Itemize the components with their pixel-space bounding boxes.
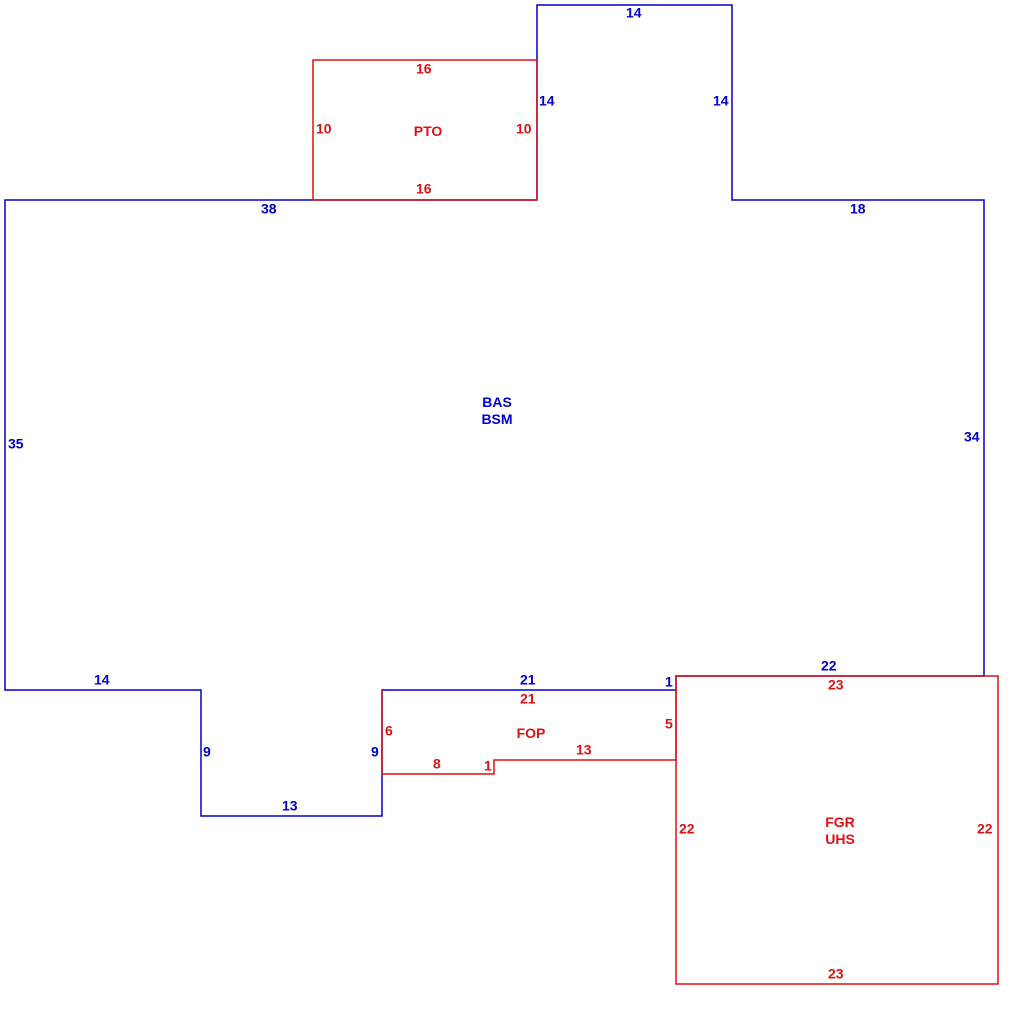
main-dim-bump-left: 14 xyxy=(539,93,555,109)
porch-area-label: FOP xyxy=(517,725,546,741)
garage-dim-bottom: 23 xyxy=(828,966,844,982)
main-dim-bottom-right: 22 xyxy=(821,658,837,674)
porch-dim-bottom-left: 8 xyxy=(433,756,441,772)
garage-dim-left: 22 xyxy=(679,821,695,837)
patio-outline xyxy=(312,59,538,201)
main-dim-bump-right: 14 xyxy=(713,93,729,109)
main-dim-notch: 1 xyxy=(665,674,673,690)
garage-outline xyxy=(675,675,999,985)
garage-dim-right: 22 xyxy=(977,821,993,837)
main-dim-bump-top: 14 xyxy=(626,5,642,21)
main-dim-inset-bottom: 13 xyxy=(282,798,298,814)
porch-dim-step: 1 xyxy=(484,758,492,774)
porch-dim-right: 5 xyxy=(665,716,673,732)
patio-dim-right: 10 xyxy=(516,121,532,137)
main-dim-top-right: 18 xyxy=(850,201,866,217)
patio-area-label: PTO xyxy=(414,123,443,139)
garage-area-label-1: FGR xyxy=(825,814,855,830)
main-area-label-1: BAS xyxy=(482,394,512,410)
main-dim-top-left: 38 xyxy=(261,201,277,217)
porch-dim-left: 6 xyxy=(385,723,393,739)
patio-dim-left: 10 xyxy=(316,121,332,137)
main-area-label-2: BSM xyxy=(481,411,512,427)
main-dim-right: 34 xyxy=(964,429,980,445)
porch-dim-bottom-right: 13 xyxy=(576,742,592,758)
main-dim-bottom-left: 14 xyxy=(94,672,110,688)
main-dim-left: 35 xyxy=(8,436,24,452)
main-dim-inset-left: 9 xyxy=(203,744,211,760)
patio-dim-bottom: 16 xyxy=(416,181,432,197)
patio-dim-top: 16 xyxy=(416,61,432,77)
garage-dim-top: 23 xyxy=(828,677,844,693)
porch-dim-top: 21 xyxy=(520,691,536,707)
main-dim-bottom-mid: 21 xyxy=(520,672,536,688)
main-dim-inset-right: 9 xyxy=(371,744,379,760)
garage-area-label-2: UHS xyxy=(825,831,855,847)
